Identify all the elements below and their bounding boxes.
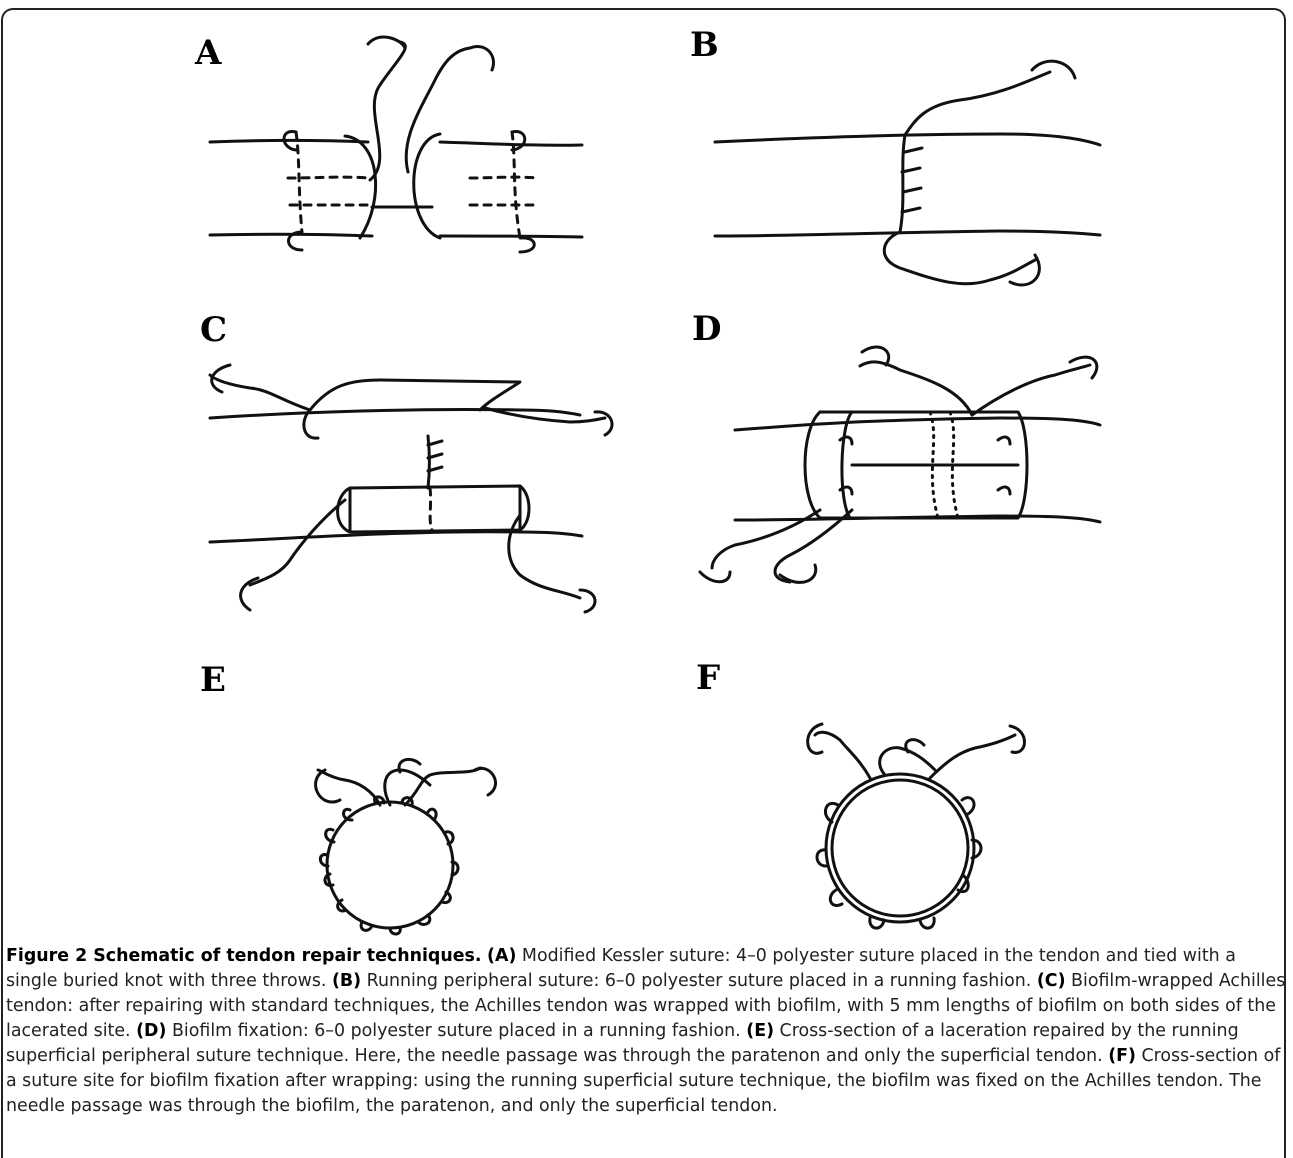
caption-c-label: (C): [1037, 971, 1066, 991]
panel-e-drawing: [316, 759, 496, 934]
panel-c-drawing: [210, 365, 612, 612]
caption-b-label: (B): [332, 971, 361, 991]
caption-f-label: (F): [1108, 1046, 1136, 1066]
panel-f-drawing: [808, 724, 1025, 928]
panel-d-drawing: [700, 347, 1100, 582]
caption-e-label: (E): [746, 1021, 774, 1041]
caption-figure-label: Figure 2 Schematic of tendon repair tech…: [6, 946, 482, 966]
caption-a-label: (A): [487, 946, 516, 966]
figure-caption: Figure 2 Schematic of tendon repair tech…: [6, 944, 1286, 1119]
panel-b-drawing: [715, 61, 1100, 285]
caption-d-text: Biofilm fixation: 6–0 polyester suture p…: [166, 1021, 746, 1041]
caption-d-label: (D): [136, 1021, 166, 1041]
tendon-repair-illustrations: [0, 0, 1293, 940]
panel-a-drawing: [210, 37, 582, 252]
caption-b-text: Running peripheral suture: 6–0 polyester…: [361, 971, 1037, 991]
